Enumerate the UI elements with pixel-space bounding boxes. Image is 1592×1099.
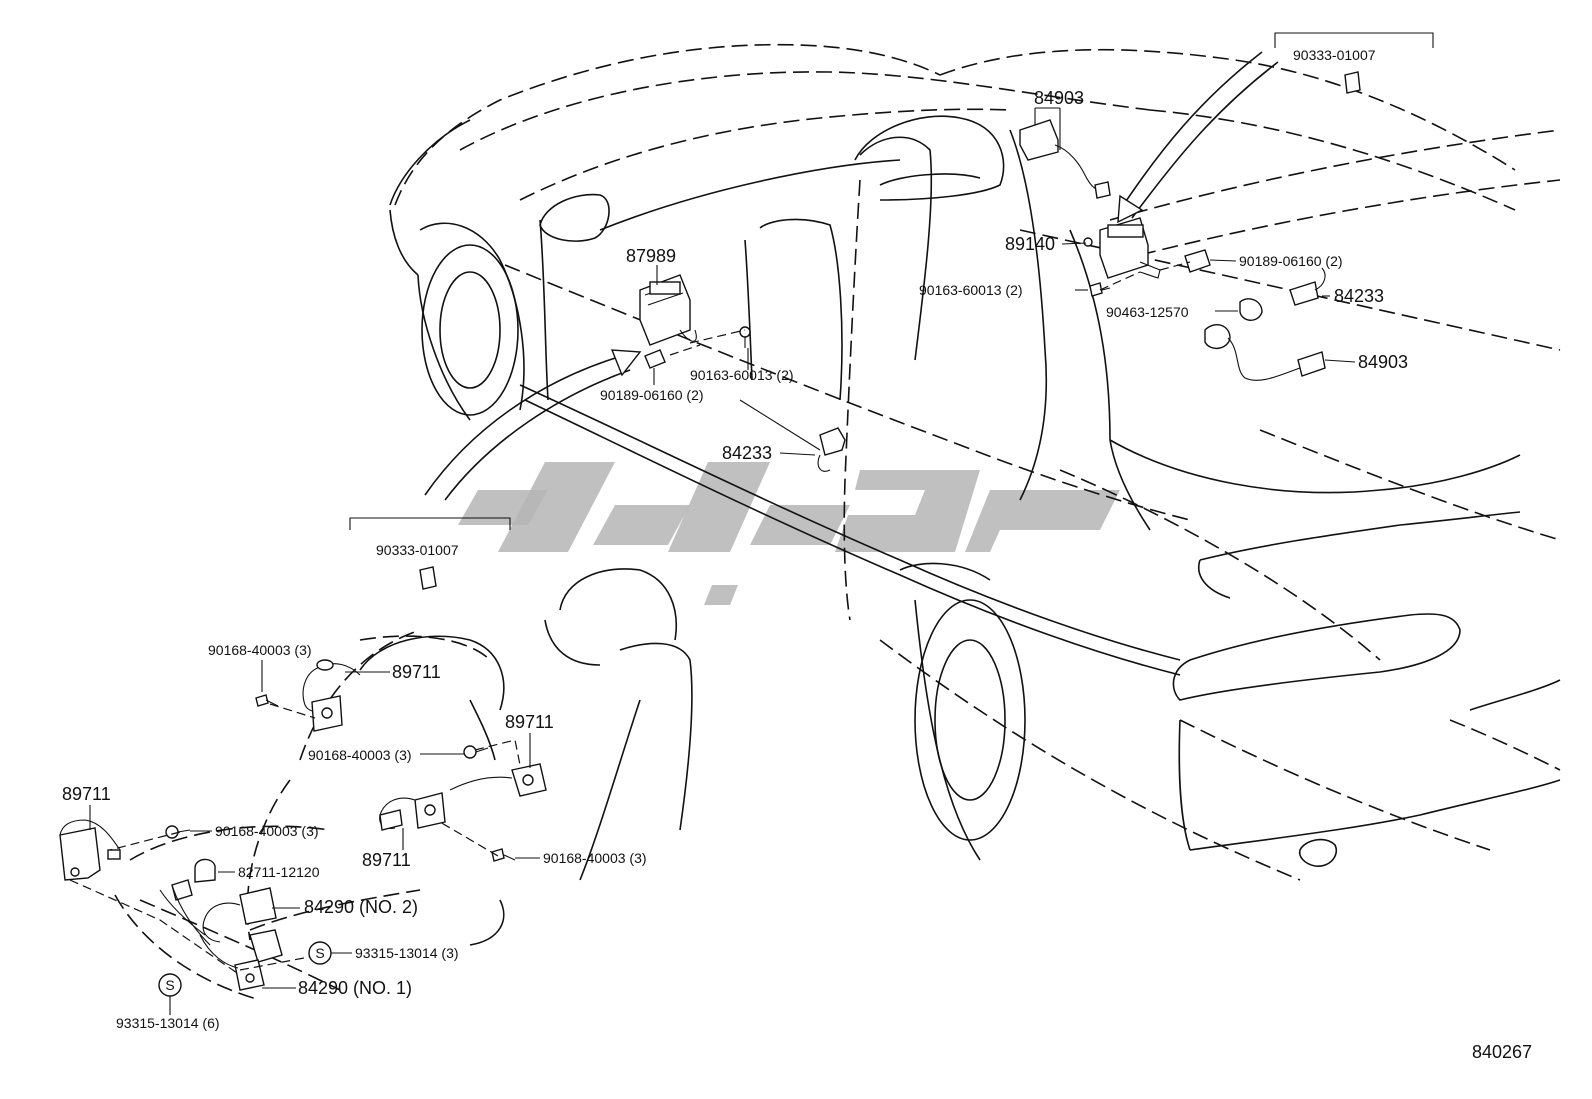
fasteners: [165, 237, 1111, 862]
label-84903-lower: 84903: [1358, 352, 1408, 372]
seat-outline: [114, 568, 693, 1001]
pad-lower: [419, 566, 437, 590]
component-89711-d: [59, 819, 121, 881]
component-84290-no1: [199, 929, 283, 991]
component-84233-door: [817, 427, 846, 472]
label-89140: 89140: [1005, 234, 1055, 254]
label-90168-40003-d: 90168-40003 (3): [543, 850, 647, 866]
label-90163-60013-left: 90163-60013 (2): [690, 367, 794, 383]
bracket-lower: [349, 517, 511, 530]
label-90333-01007-lower: 90333-01007: [376, 542, 459, 558]
pointer-arrows: [424, 51, 1279, 501]
alignment-dashes: [69, 261, 1191, 976]
label-93315-13014-3: 93315-13014 (3): [355, 945, 459, 961]
label-90189-06160-left: 90189-06160 (2): [600, 387, 704, 403]
component-84233-right: [1289, 267, 1326, 306]
svg-text:S: S: [315, 945, 324, 961]
component-84903-upper: [1019, 119, 1111, 199]
stamp-symbol-s-upper: S: [308, 941, 332, 965]
label-90163-60013-right: 90163-60013 (2): [919, 282, 1023, 298]
label-89711-a: 89711: [392, 662, 441, 682]
svg-text:S: S: [165, 977, 174, 993]
label-82711-12120: 82711-12120: [238, 864, 320, 880]
label-89711-c: 89711: [362, 850, 411, 870]
car-body-outline: [389, 43, 1561, 881]
label-84290-no2: 84290 (NO. 2): [304, 897, 418, 917]
label-89711-d: 89711: [62, 784, 111, 804]
component-89711-c: [379, 792, 446, 831]
component-84290-no2: [159, 884, 277, 946]
label-84233-door: 84233: [722, 443, 772, 463]
label-90333-01007-upper: 90333-01007: [1293, 47, 1376, 63]
bracket-upper: [1274, 32, 1434, 48]
component-87989: [639, 274, 697, 369]
label-93315-13014-6: 93315-13014 (6): [116, 1015, 220, 1031]
watermark-logo: [458, 462, 1120, 605]
label-87989: 87989: [626, 246, 676, 266]
component-89711-b: [449, 763, 547, 797]
component-82711-12120: [171, 858, 216, 901]
component-89711-a: [302, 659, 361, 732]
label-90168-40003-a: 90168-40003 (3): [208, 642, 312, 658]
label-90168-40003-b: 90168-40003 (3): [308, 747, 412, 763]
label-84233-right: 84233: [1334, 286, 1384, 306]
leader-lines: [89, 107, 1356, 1015]
label-90189-06160-right: 90189-06160 (2): [1239, 253, 1343, 269]
component-89140: [1099, 217, 1211, 279]
label-90463-12570: 90463-12570: [1106, 304, 1189, 320]
callout-labels: 84903 90333-01007 89140 90189-06160 (2) …: [62, 47, 1532, 1062]
stamp-symbol-s-lower: S: [158, 973, 182, 997]
label-89711-b: 89711: [505, 712, 554, 732]
diagram-code: 840267: [1472, 1042, 1532, 1062]
label-84290-no1: 84290 (NO. 1): [298, 978, 412, 998]
component-84903-lower: [1204, 298, 1326, 381]
label-84903-upper: 84903: [1034, 88, 1084, 108]
pad-upper: [1344, 71, 1361, 94]
label-90168-40003-c: 90168-40003 (3): [215, 823, 319, 839]
